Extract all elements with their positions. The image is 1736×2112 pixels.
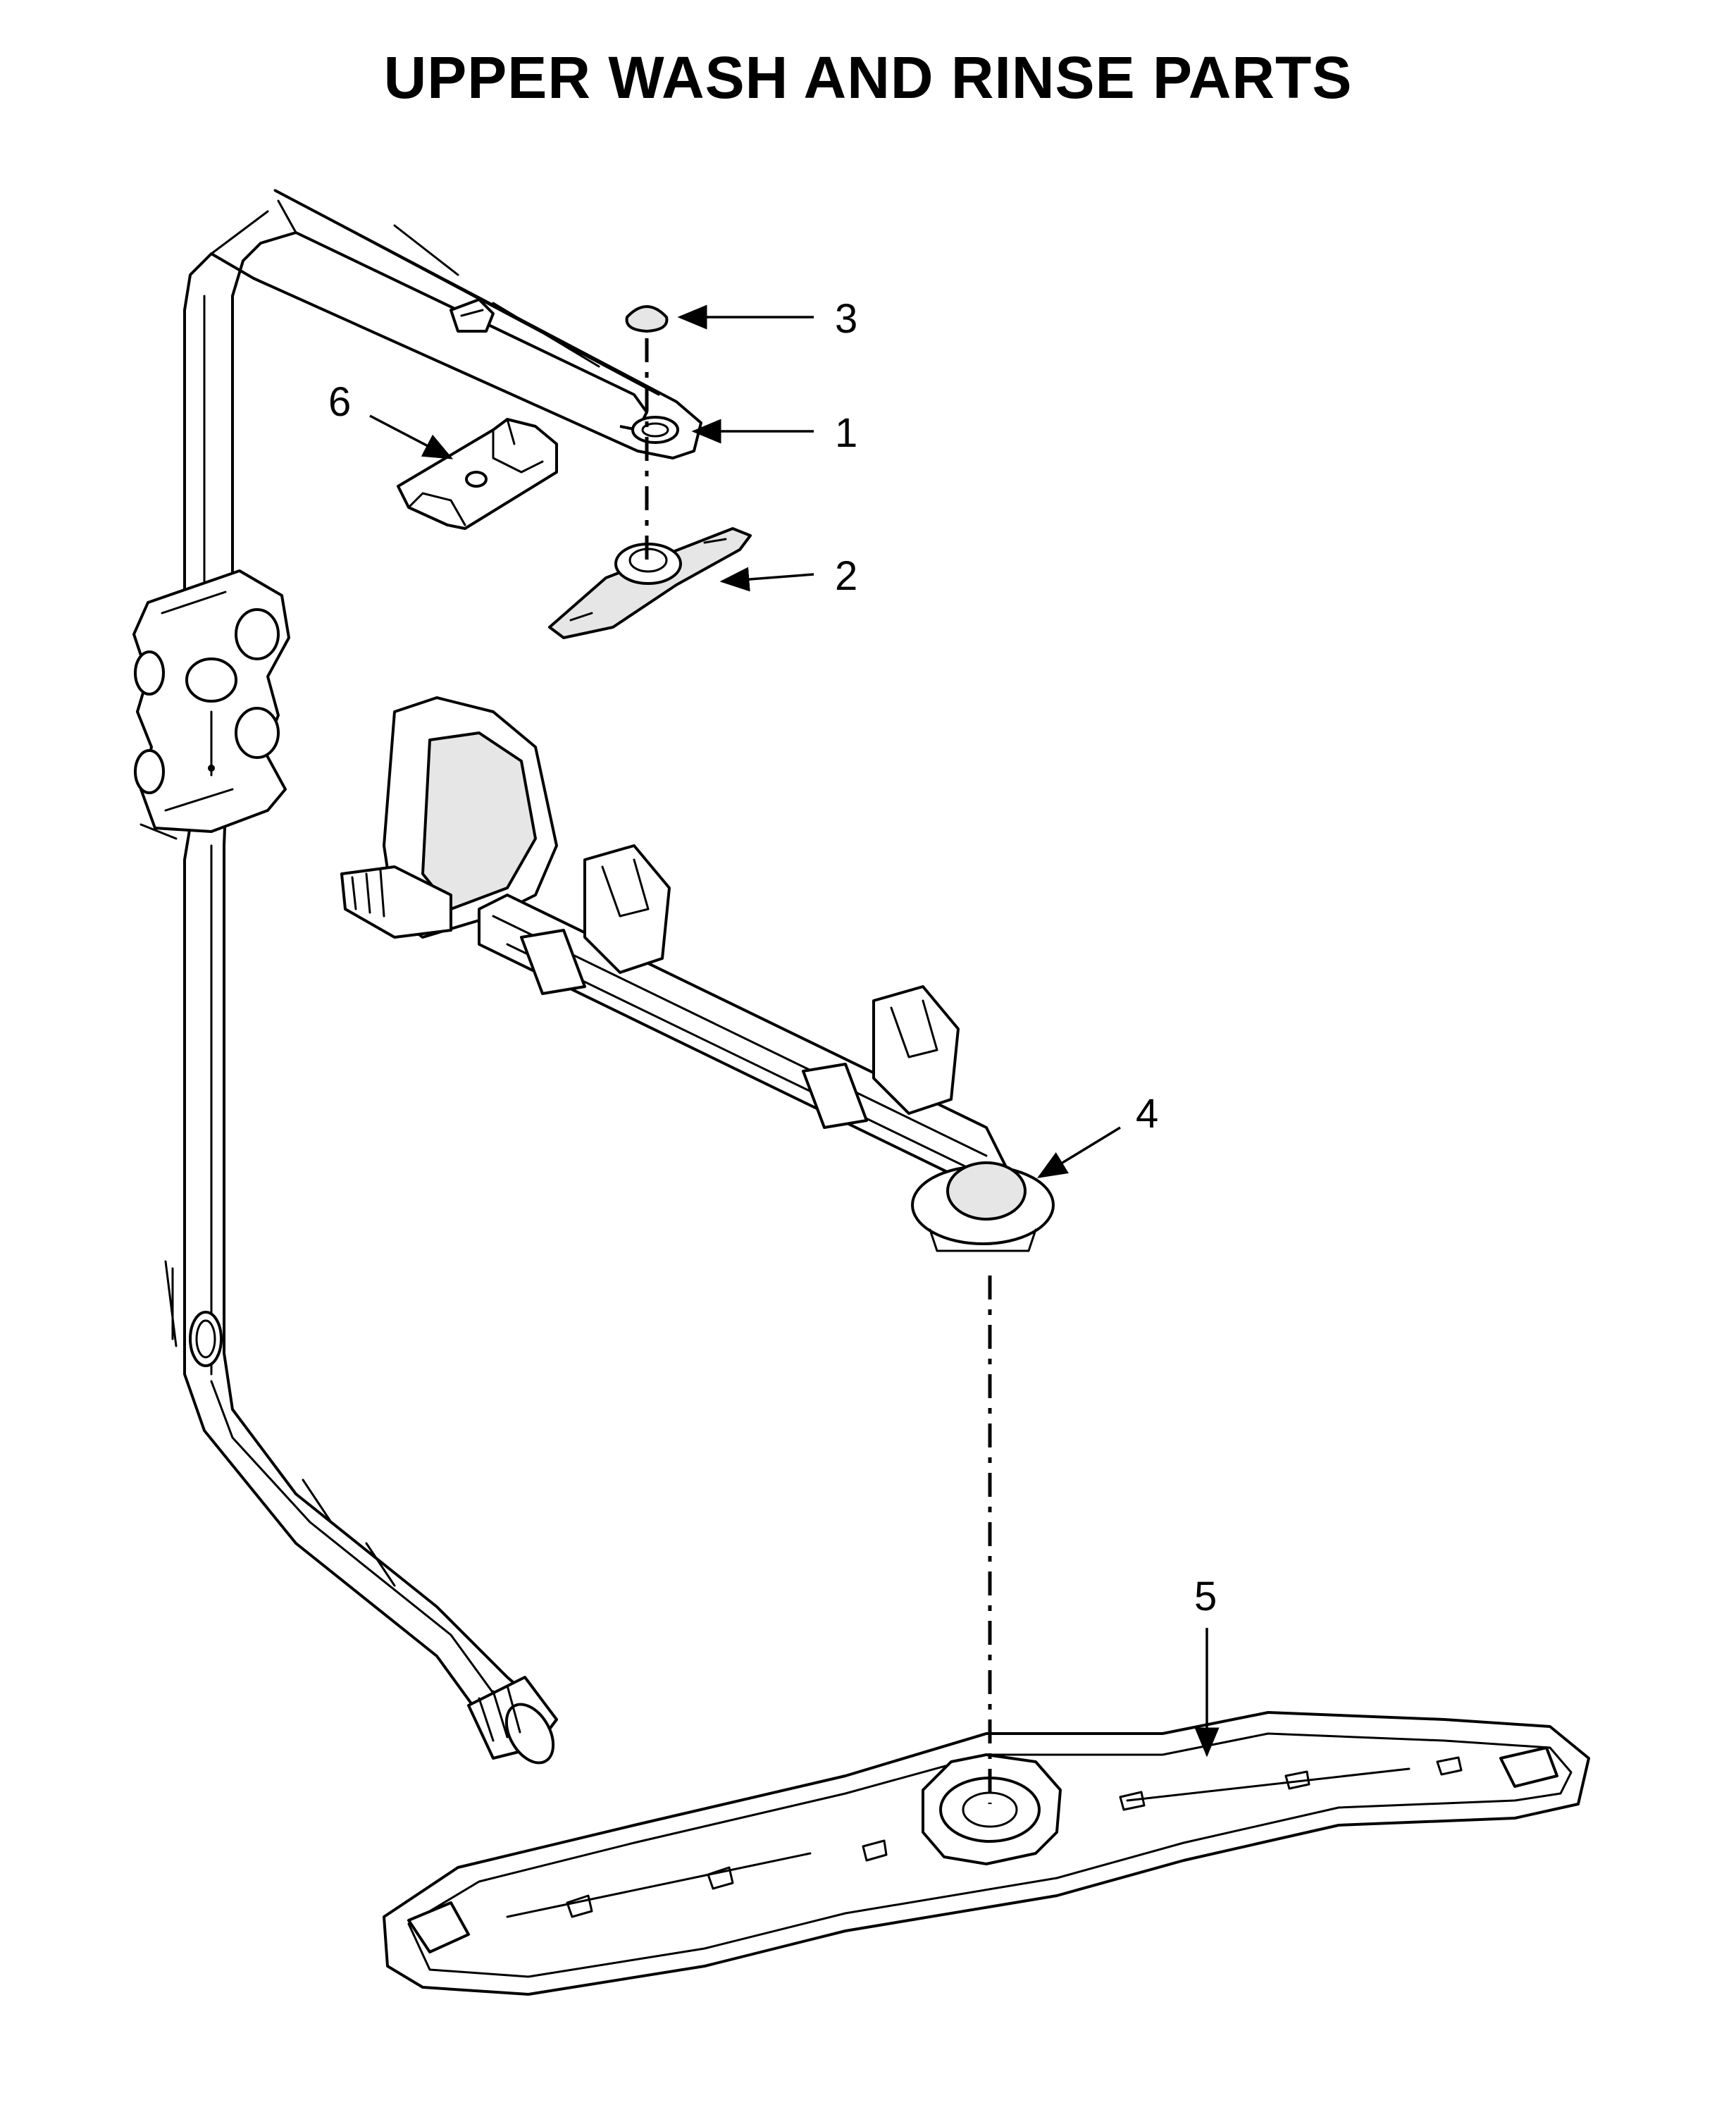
part-4-manifold — [340, 696, 1055, 1252]
part-1-mount — [631, 416, 679, 444]
callout-2-label: 2 — [835, 553, 857, 599]
part-2-spray-arm — [548, 527, 752, 639]
part-6-clip — [397, 418, 558, 530]
callout-6-label: 6 — [328, 379, 351, 425]
callout-3-label: 3 — [835, 296, 857, 342]
part-3-cap — [625, 305, 669, 333]
callout-4-label: 4 — [1136, 1091, 1158, 1137]
tube-mounting-bracket — [132, 569, 290, 840]
callout-leaders — [369, 304, 1220, 1758]
callout-5-label: 5 — [1194, 1574, 1217, 1619]
part-5-spray-arm — [383, 1711, 1590, 1996]
assembly-lines — [645, 338, 992, 1804]
supply-tube — [164, 189, 702, 1765]
page-title: UPPER WASH AND RINSE PARTS — [383, 44, 1353, 111]
callout-1-label: 1 — [835, 410, 857, 456]
